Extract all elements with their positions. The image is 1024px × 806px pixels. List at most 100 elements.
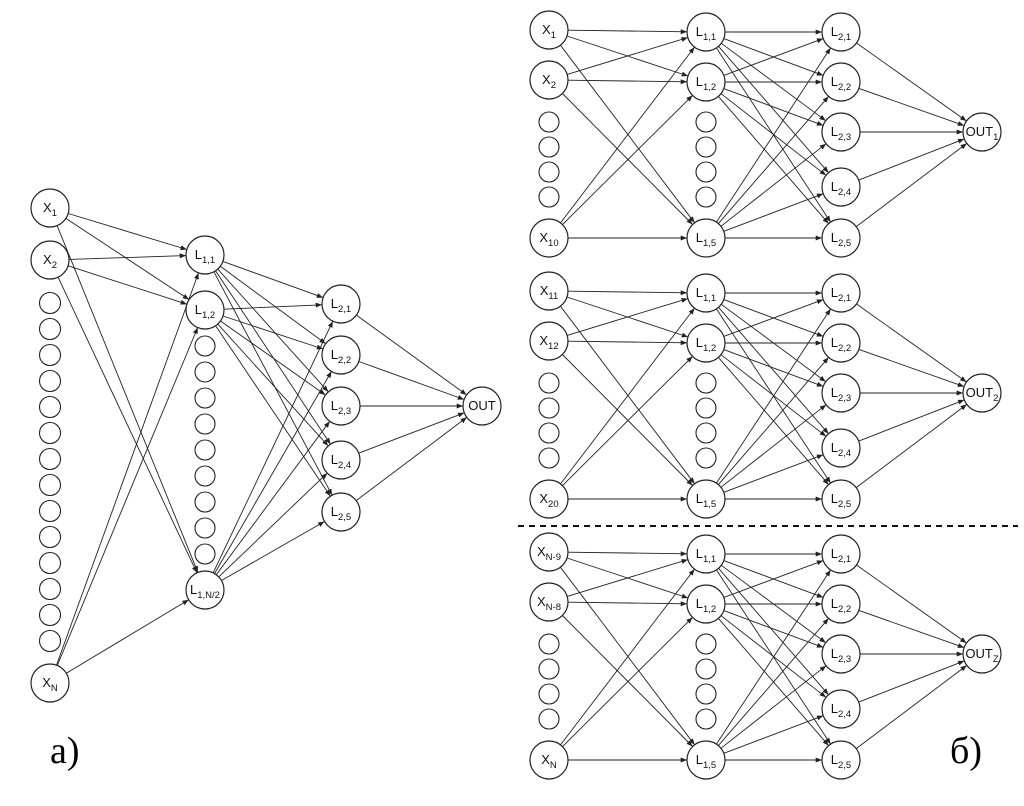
node-b0-input-2-label: X10 <box>539 230 558 249</box>
edge-b2-l12-l20 <box>716 569 831 745</box>
node-a-l22-label: L2,2 <box>331 347 351 366</box>
node-b2-output-label: OUTZ <box>965 646 998 665</box>
node-b0-layer1-1-circle <box>686 62 726 102</box>
edge-b1-in2-l10 <box>560 307 695 485</box>
edge-a-xN-l11 <box>56 272 199 666</box>
node-b1-layer2-4-label-main: L <box>831 491 838 506</box>
node-b0-layer2-0: L2,1 <box>821 12 861 52</box>
node-b2-layer1-2-circle <box>686 740 726 780</box>
node-b1-input-1-label: X12 <box>539 333 558 352</box>
edge-b0-l12-l21 <box>718 96 829 224</box>
node-b1-input-0-label: X11 <box>540 283 559 302</box>
node-a-l21: L2,1 <box>321 284 361 324</box>
node-b2-layer1-0-label-sub: 1,1 <box>703 554 716 565</box>
ellipsis-dot <box>38 291 62 315</box>
edge-a-l11-l23 <box>217 268 329 393</box>
node-b2-layer2-0: L2,1 <box>821 534 861 574</box>
ellipsis-dot <box>538 136 560 158</box>
node-a-xN-label-main: X <box>42 675 51 690</box>
node-b2-input-1-label-main: X <box>537 594 546 609</box>
node-b2-layer1-1-label-sub: 1,2 <box>703 604 716 615</box>
node-b0-input-2-circle <box>529 218 569 258</box>
node-b0-input-0: X1 <box>529 10 569 50</box>
node-b1-layer1-0-label-main: L <box>696 285 703 300</box>
ellipsis-dot <box>695 186 717 208</box>
edge-b2-in1-l12 <box>562 615 693 747</box>
edge-b2-l21-out <box>858 609 965 649</box>
node-a-l23-circle <box>321 386 361 426</box>
node-b2-input-1-label-sub: N-8 <box>546 602 561 613</box>
node-a-x2-circle <box>30 240 70 280</box>
ellipsis-dot <box>38 395 62 419</box>
ellipsis-dot <box>538 422 560 444</box>
edge-a-x2-l11 <box>68 253 187 260</box>
ellipsis-dot <box>38 421 62 445</box>
node-b0-layer2-3: L2,4 <box>821 167 861 207</box>
node-b1-layer2-4-circle <box>821 479 861 519</box>
node-b2-layer1-0-circle <box>686 534 726 574</box>
node-a-out: OUT <box>462 386 502 426</box>
node-b1-layer2-0: L2,1 <box>821 273 861 313</box>
ellipsis-dot <box>194 439 216 461</box>
node-b1-layer2-0-label-sub: 2,1 <box>838 293 851 304</box>
ellipsis-dot <box>38 369 62 393</box>
ellipsis-dot <box>695 633 717 655</box>
node-b0-output-label-sub: 1 <box>993 132 998 143</box>
node-b0-layer2-1-label-sub: 2,2 <box>838 82 851 93</box>
edge-a-x1-l11 <box>68 213 187 251</box>
ellipsis-dot <box>194 361 216 383</box>
node-b2-input-2-label-sub: N <box>550 760 557 771</box>
edge-a-x1-l1n <box>56 225 199 573</box>
ellipsis-dot <box>695 161 717 183</box>
node-b1-layer2-0-circle <box>821 273 861 313</box>
node-a-l12-label: L1,2 <box>195 302 215 321</box>
node-b2-layer2-2-circle <box>821 634 861 674</box>
node-a-xN-label-sub: N <box>51 683 58 694</box>
edge-b0-l24-out <box>855 143 968 227</box>
node-b1-input-1-label-main: X <box>539 333 548 348</box>
node-b1-layer2-0-label: L2,1 <box>831 285 851 304</box>
node-b2-layer2-4-circle <box>821 740 861 780</box>
node-a-l25-label-sub: 2,5 <box>338 512 351 523</box>
edge-b1-l12-l20 <box>716 308 831 484</box>
node-a-l12: L1,2 <box>185 290 225 330</box>
ellipsis-dot <box>38 473 62 497</box>
node-b0-output-label-main: OUT <box>966 124 994 139</box>
node-b1-layer1-1-circle <box>686 323 726 363</box>
ellipsis-dot <box>38 525 62 549</box>
edge-a-l1n-l21 <box>212 321 334 573</box>
edge-b1-in1-l11 <box>567 340 688 346</box>
node-a-l24: L2,4 <box>321 440 361 480</box>
node-b2-layer2-1-label-sub: 2,2 <box>838 604 851 615</box>
edge-a-x1-l12 <box>65 218 190 300</box>
node-b1-layer2-2-label: L2,3 <box>831 385 851 404</box>
node-a-x1-label-sub: 1 <box>52 208 57 219</box>
node-b0-layer2-4-circle <box>821 218 861 258</box>
edge-b1-l23-out <box>858 399 965 442</box>
node-b1-layer2-4-label-sub: 2,5 <box>838 499 851 510</box>
node-b0-output-circle <box>962 112 1002 152</box>
node-b1-layer2-2: L2,3 <box>821 373 861 413</box>
node-b0-input-2: X10 <box>529 218 569 258</box>
ellipsis-dot <box>538 372 560 394</box>
node-a-l1n-circle <box>185 570 225 610</box>
node-b0-layer2-0-label-sub: 2,1 <box>838 32 851 43</box>
ellipsis-dot <box>194 543 216 565</box>
node-b1-layer2-2-circle <box>821 373 861 413</box>
edge-b0-in0-l12 <box>560 44 695 224</box>
node-b2-layer1-0-label-main: L <box>696 546 703 561</box>
ellipsis-dot <box>695 136 717 158</box>
node-b0-input-0-circle <box>529 10 569 50</box>
edge-b0-in2-l10 <box>560 46 695 224</box>
edges-layer <box>56 29 968 763</box>
ellipsis-dot <box>695 658 717 680</box>
node-a-out-label-main: OUT <box>468 398 496 413</box>
node-b2-input-0-label-main: X <box>537 544 546 559</box>
node-b0-layer2-3-label-main: L <box>831 179 838 194</box>
edge-a-l1n-l24 <box>218 472 328 578</box>
node-b1-layer2-2-label-main: L <box>831 385 838 400</box>
node-b0-layer2-1-circle <box>821 62 861 102</box>
node-b2-input-0-circle <box>529 532 569 572</box>
node-b2-layer1-2-label-sub: 1,5 <box>703 760 716 771</box>
